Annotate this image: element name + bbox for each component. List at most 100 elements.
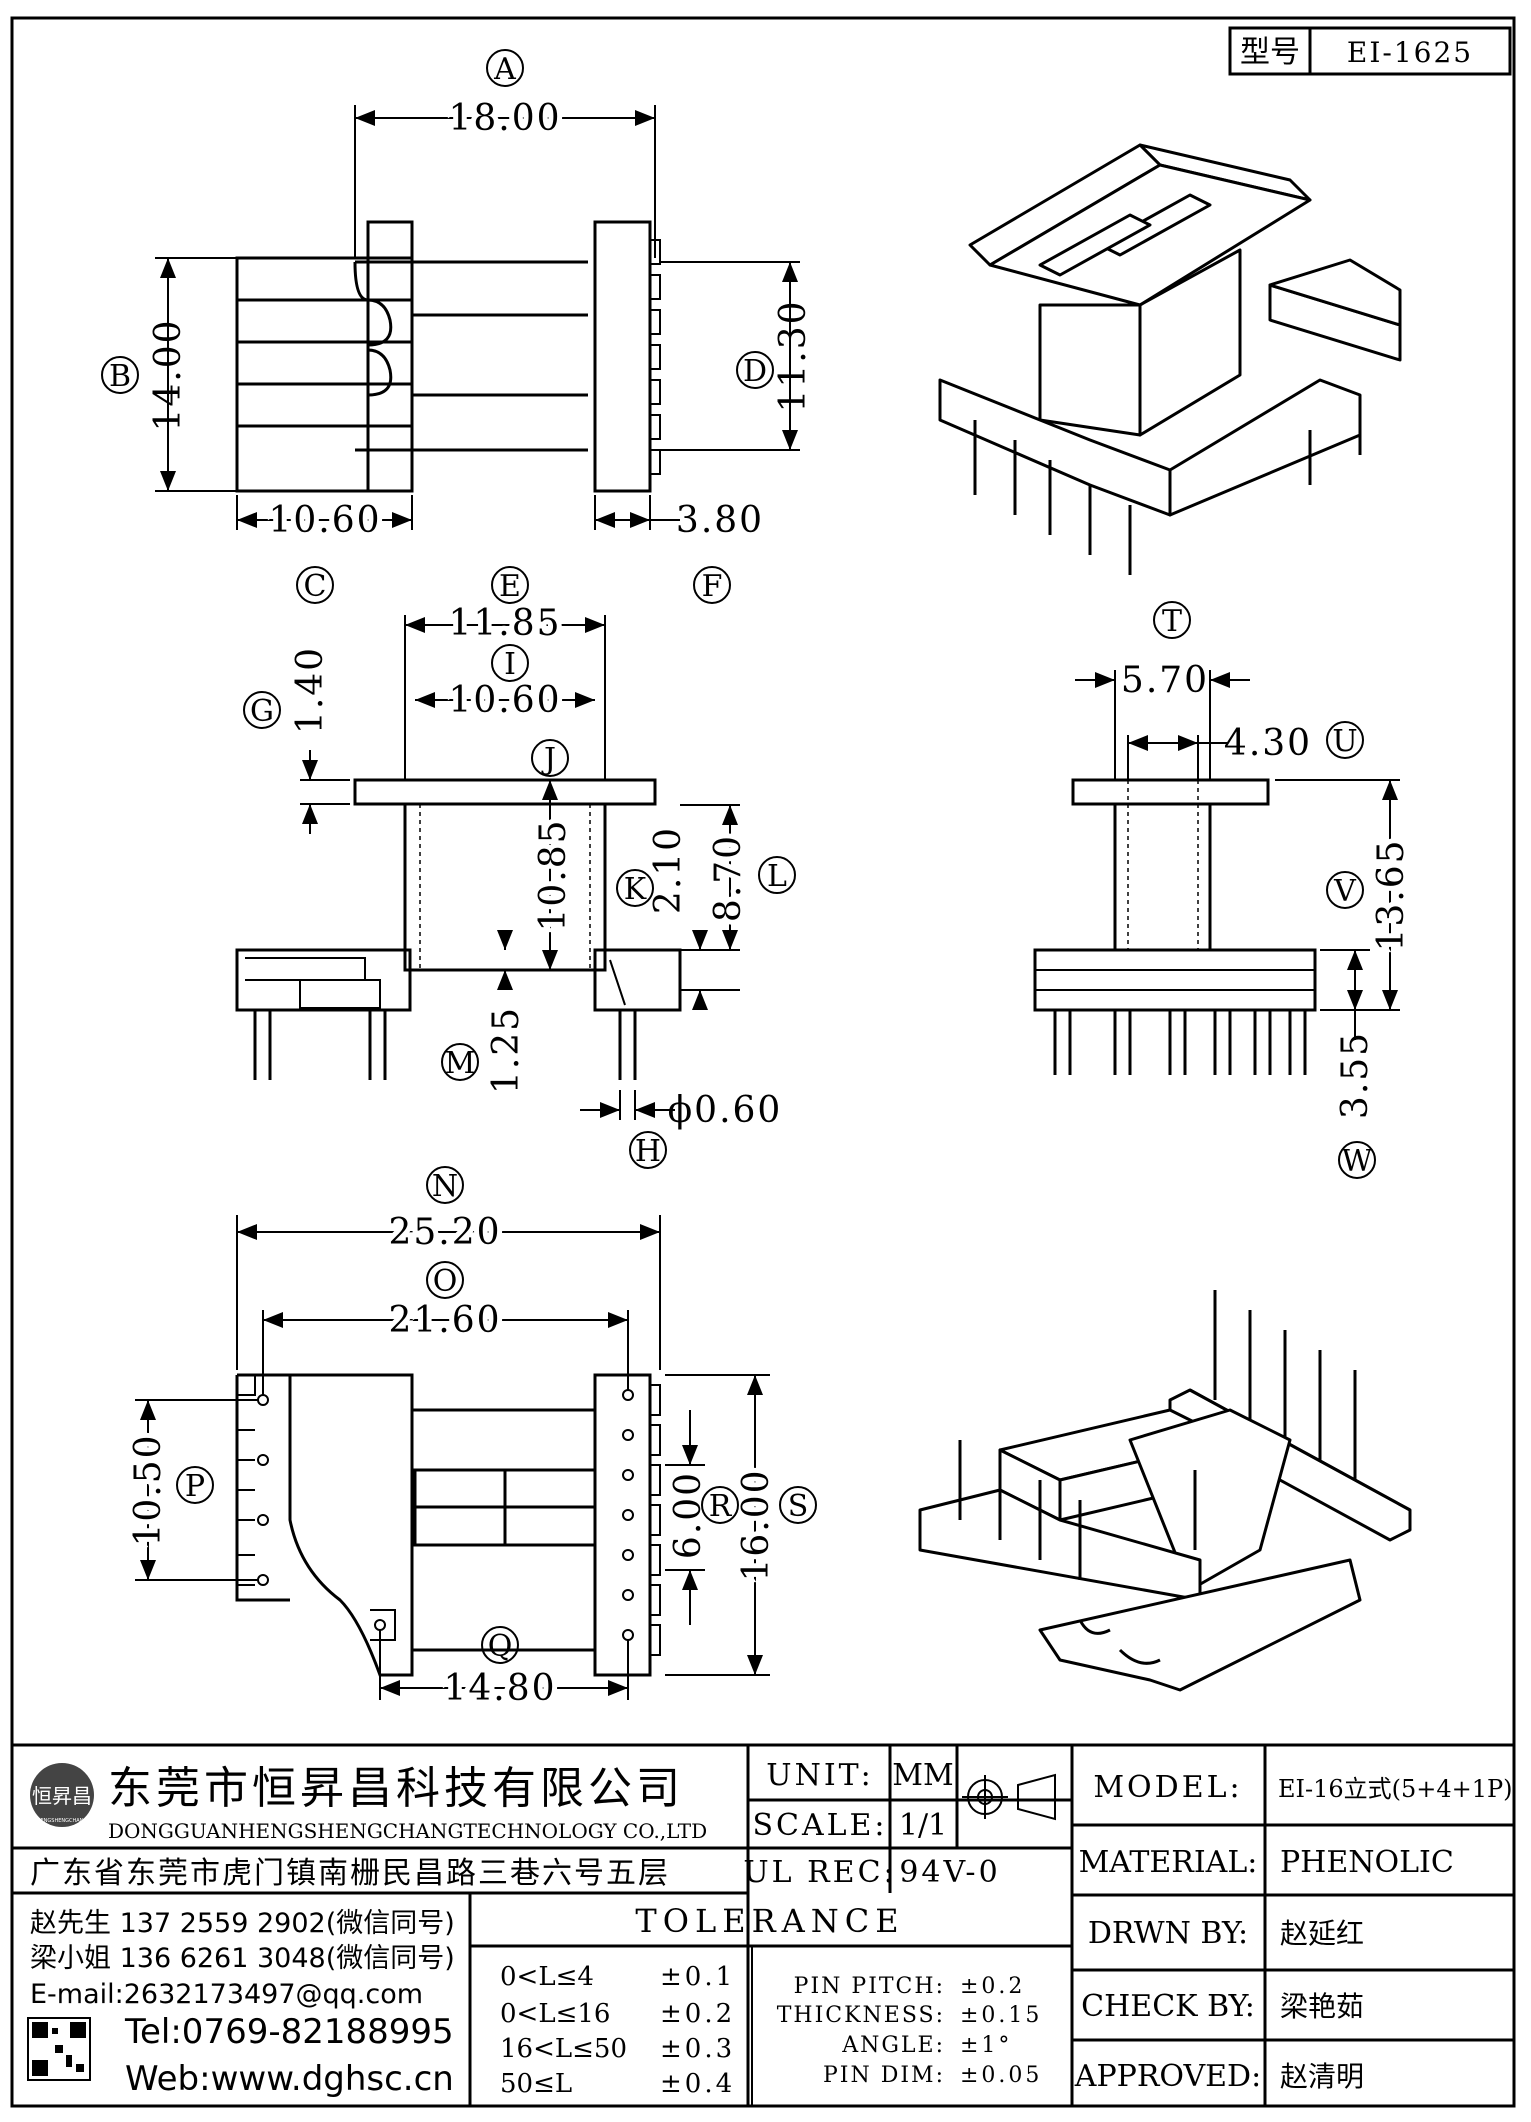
label-f-text: F <box>702 569 723 604</box>
dim-l: 8.70 <box>708 834 749 922</box>
tolerance-title: TOLERANCE <box>635 1902 904 1940</box>
dim-g: 1.40 <box>290 646 331 734</box>
dim-h: ϕ0.60 <box>668 1090 783 1131</box>
dim-o: 21.60 <box>388 1300 501 1341</box>
model-box-label: 型号 <box>1240 35 1300 70</box>
company-name-cn: 东莞市恒昇昌科技有限公司 <box>108 1763 684 1814</box>
dim-d: 11.30 <box>773 299 814 412</box>
label-t: T <box>1153 601 1191 639</box>
unit-value: MM <box>892 1758 953 1793</box>
material-value: PHENOLIC <box>1280 1845 1454 1880</box>
tol-range-2: 16<L≤50 <box>500 2034 627 2064</box>
model-box: 型号 EI-1625 <box>1228 26 1512 76</box>
label-h-text: H <box>635 1134 661 1169</box>
label-h: H <box>629 1131 667 1169</box>
label-p-text: P <box>185 1469 205 1504</box>
extra-value-3: ±0.05 <box>960 2063 1042 2088</box>
dim-u: 4.30 <box>1224 723 1312 764</box>
side-view: 5.70 4.30 13.65 3.55 T U V W <box>1033 601 1417 1179</box>
label-w-text: W <box>1342 1144 1373 1179</box>
scale-value: 1/1 <box>899 1808 947 1843</box>
label-g-text: G <box>250 694 274 729</box>
approved-value: 赵清明 <box>1280 2060 1364 2093</box>
label-v: V <box>1326 871 1364 909</box>
label-n: N <box>426 1166 464 1204</box>
label-q: Q <box>481 1626 519 1664</box>
dim-s: 16.00 <box>736 1468 777 1581</box>
label-p: P <box>176 1466 214 1504</box>
front-view: 11.85 10.60 1.40 10.85 2.10 8.70 1.25 ϕ0… <box>235 598 796 1169</box>
label-d-text: D <box>743 354 767 389</box>
tol-value-0: ±0.1 <box>660 1962 735 1992</box>
qr-code-icon <box>27 2017 91 2081</box>
label-k: K <box>616 869 654 907</box>
label-r-text: R <box>709 1489 733 1524</box>
tol-value-2: ±0.3 <box>660 2034 735 2064</box>
extra-label-0: PIN PITCH: <box>794 1974 945 1999</box>
label-c: C <box>296 566 334 604</box>
dim-w: 3.55 <box>1335 1031 1376 1119</box>
isometric-view-top <box>938 143 1402 575</box>
unit-label: UNIT: <box>766 1758 873 1793</box>
bottom-view: 25.20 21.60 10.50 14.80 6.00 16.00 N O P… <box>123 1166 817 1714</box>
check-label: CHECK BY: <box>1081 1989 1255 2024</box>
extra-label-2: ANGLE: <box>841 2033 945 2058</box>
dim-c: 10.60 <box>268 500 381 541</box>
label-a-text: A <box>493 52 516 87</box>
approved-label: APPROVED: <box>1074 2059 1261 2094</box>
drawing-frame <box>10 16 1516 2108</box>
contact-2: 梁小姐 136 6261 3048(微信同号) <box>30 1943 455 1974</box>
logo-text: 恒昇昌 <box>32 1784 92 1808</box>
label-m: M <box>441 1043 479 1081</box>
dim-e: 11.85 <box>448 603 561 644</box>
ulrec-value: 94V-0 <box>899 1855 1000 1890</box>
label-l-text: L <box>767 859 787 894</box>
tol-range-3: 50≤L <box>500 2069 572 2099</box>
label-j: J <box>531 739 569 777</box>
extra-value-1: ±0.15 <box>960 2003 1042 2028</box>
label-t-text: T <box>1162 604 1182 639</box>
label-s-text: S <box>788 1489 809 1524</box>
isometric-view-bottom <box>918 1290 1412 1692</box>
label-v-text: V <box>1333 874 1357 909</box>
dim-b: 14.00 <box>148 318 189 431</box>
model-box-value: EI-1625 <box>1347 36 1473 69</box>
dim-n: 25.20 <box>388 1212 501 1253</box>
web: Web:www.dghsc.cn <box>125 2059 454 2099</box>
tol-range-0: 0<L≤4 <box>500 1962 594 1992</box>
dim-t: 5.70 <box>1121 660 1209 701</box>
company-address: 广东省东莞市虎门镇南栅民昌路三巷六号五层 <box>30 1856 670 1891</box>
label-m-text: M <box>445 1046 476 1081</box>
title-block: 恒昇昌 HENGSHENGCHANG 东莞市恒昇昌科技有限公司 DONGGUAN… <box>12 1743 1514 2106</box>
label-f: F <box>693 566 731 604</box>
dim-v: 13.65 <box>1371 838 1412 951</box>
label-d: D <box>736 351 774 389</box>
tol-value-3: ±0.4 <box>660 2069 735 2099</box>
dim-a: 18.00 <box>448 98 561 139</box>
dim-i: 10.60 <box>448 680 561 721</box>
extra-label-1: THICKNESS: <box>777 2003 945 2028</box>
extra-value-0: ±0.2 <box>960 1974 1025 1999</box>
scale-label: SCALE: <box>752 1808 887 1843</box>
label-u: U <box>1326 721 1364 759</box>
label-a: A <box>486 49 524 87</box>
label-w: W <box>1338 1141 1376 1179</box>
label-c-text: C <box>304 569 327 604</box>
material-label: MATERIAL: <box>1079 1845 1258 1880</box>
label-e: E <box>491 566 529 604</box>
company-logo: 恒昇昌 HENGSHENGCHANG <box>30 1763 94 1827</box>
label-e-text: E <box>499 569 521 604</box>
label-k-text: K <box>624 872 647 907</box>
label-u-text: U <box>1332 724 1357 759</box>
dim-q: 14.80 <box>443 1668 556 1709</box>
label-o: O <box>426 1261 464 1299</box>
dim-p: 10.50 <box>128 1433 169 1546</box>
label-j-text: J <box>541 742 556 777</box>
extra-value-2: ±1° <box>960 2033 1012 2058</box>
label-n-text: N <box>432 1169 458 1204</box>
label-i-text: I <box>504 647 516 682</box>
top-view: 18.00 14.00 10.60 11.30 3.80 A B C D E F <box>101 49 814 604</box>
model-label: MODEL: <box>1093 1770 1242 1805</box>
tol-range-1: 0<L≤16 <box>500 1999 610 2029</box>
